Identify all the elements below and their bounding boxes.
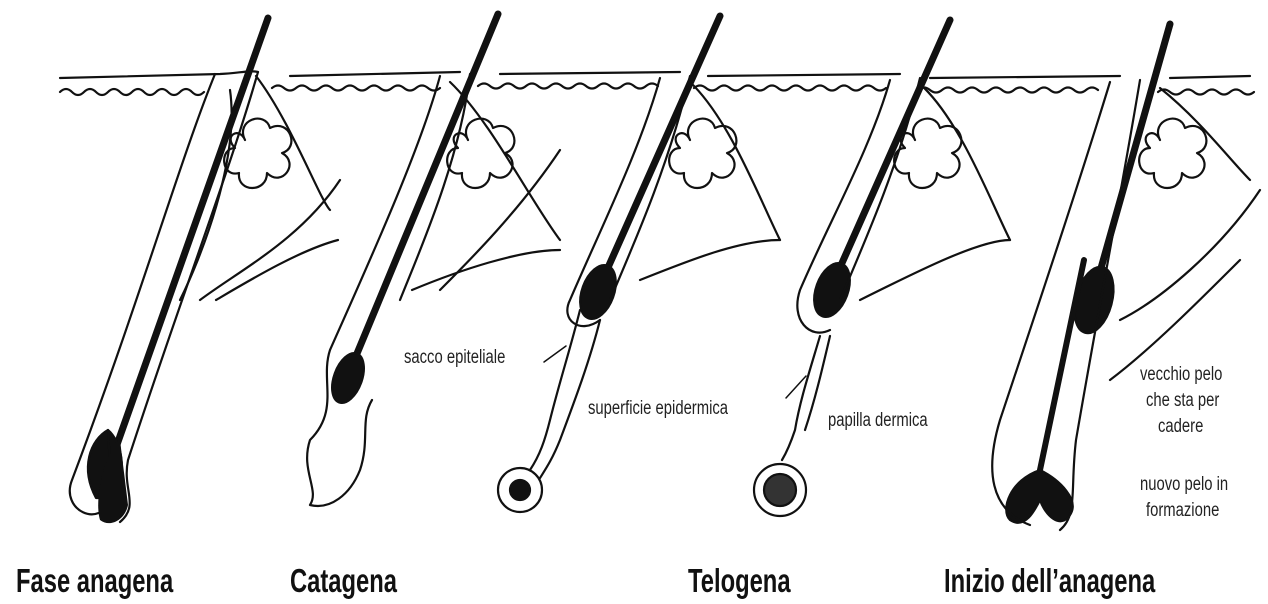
label-vecchio-line3: cadere: [1158, 414, 1203, 440]
label-vecchio-line1: vecchio pelo: [1140, 362, 1222, 388]
follicle-anagen: [70, 18, 340, 523]
label-nuovo-line1: nuovo pelo in: [1140, 472, 1228, 498]
phase-title-inizio-anagena: Inizio dell’anagena: [944, 562, 1155, 600]
phase-title-telogena: Telogena: [688, 562, 791, 600]
label-sacco-epiteliale: sacco epiteliale: [404, 345, 505, 371]
follicle-early-anagen: [992, 24, 1260, 530]
label-nuovo-line2: formazione: [1146, 498, 1219, 524]
label-papilla-dermica: papilla dermica: [828, 408, 928, 434]
label-superficie-epidermica: superficie epidermica: [588, 396, 728, 422]
follicle-telogen-late: [754, 20, 1010, 516]
phase-title-catagena: Catagena: [290, 562, 397, 600]
callout-lines: [544, 346, 806, 398]
phase-title-anagena: Fase anagena: [16, 562, 173, 600]
label-vecchio-line2: che sta per: [1146, 388, 1219, 414]
